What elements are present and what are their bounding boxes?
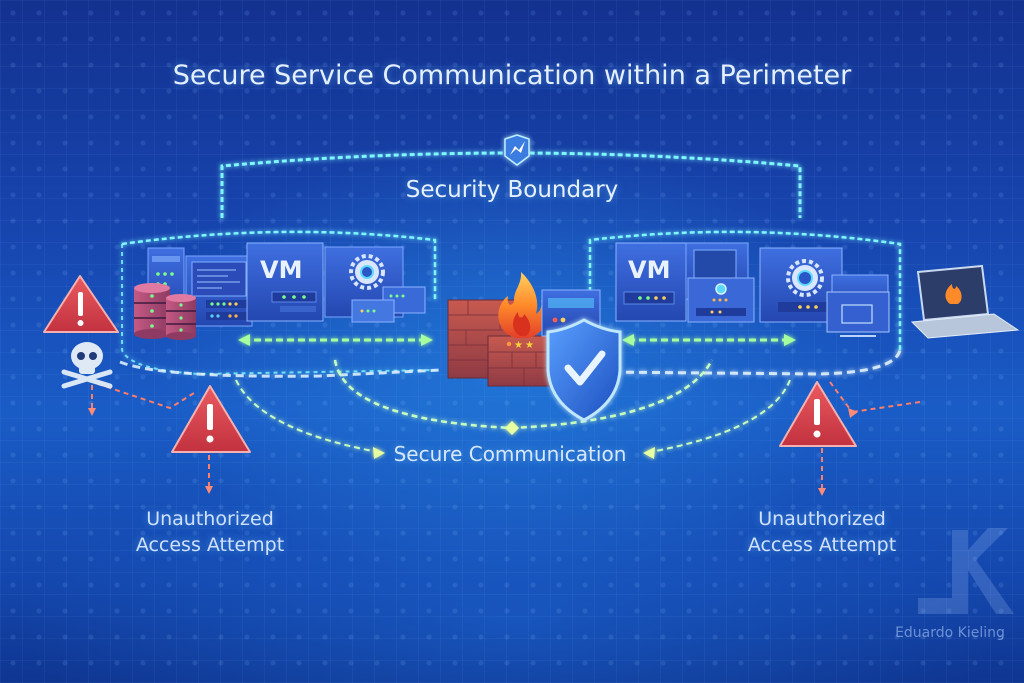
secure-communication-label: Secure Communication bbox=[393, 442, 627, 466]
left-network-switch bbox=[351, 286, 426, 323]
right-monitor-server bbox=[685, 242, 755, 323]
svg-text:★: ★ bbox=[514, 340, 523, 351]
security-boundary-label: Security Boundary bbox=[405, 177, 619, 203]
unauthorized-access-label-right: Unauthorized Access Attempt bbox=[722, 506, 922, 558]
warning-triangle-icon bbox=[171, 385, 251, 453]
unauthorized-access-label-left: Unauthorized Access Attempt bbox=[110, 506, 310, 558]
left-vm-label: VM bbox=[260, 256, 302, 284]
boundary-shield-icon bbox=[504, 134, 530, 166]
unauthorized-line-2: Access Attempt bbox=[135, 534, 285, 556]
left-dashed-floor-path bbox=[119, 360, 441, 378]
warning-triangle-icon bbox=[779, 381, 857, 447]
warning-triangle-icon bbox=[43, 275, 119, 333]
left-code-server bbox=[185, 255, 253, 327]
shield-check-icon bbox=[546, 318, 622, 422]
skull-crossbones-icon bbox=[61, 342, 113, 389]
secure-communication-paths bbox=[235, 334, 796, 459]
unauthorized-line-1: Unauthorized bbox=[758, 508, 886, 530]
watermark-author: Eduardo Kieling bbox=[895, 625, 1005, 641]
right-zone-boundary bbox=[588, 230, 902, 376]
threat-paths bbox=[91, 381, 921, 490]
unauthorized-line-2: Access Attempt bbox=[747, 534, 897, 556]
database-cylinders bbox=[134, 283, 196, 340]
right-vm-server: VM bbox=[615, 242, 687, 322]
right-vm-label: VM bbox=[628, 256, 670, 284]
left-zone-boundary bbox=[121, 230, 437, 376]
watermark-logo bbox=[918, 528, 1014, 614]
unauthorized-line-1: Unauthorized bbox=[146, 508, 274, 530]
flame-icon bbox=[498, 272, 547, 338]
threat-arrowheads bbox=[88, 408, 858, 496]
svg-text:★: ★ bbox=[525, 340, 534, 351]
left-vm-server: VM bbox=[246, 242, 324, 322]
right-desktop-monitor bbox=[826, 274, 890, 337]
compromised-laptop-icon bbox=[910, 264, 1020, 339]
page-title: Secure Service Communication within a Pe… bbox=[172, 60, 852, 91]
firewall-appliance bbox=[541, 289, 601, 337]
